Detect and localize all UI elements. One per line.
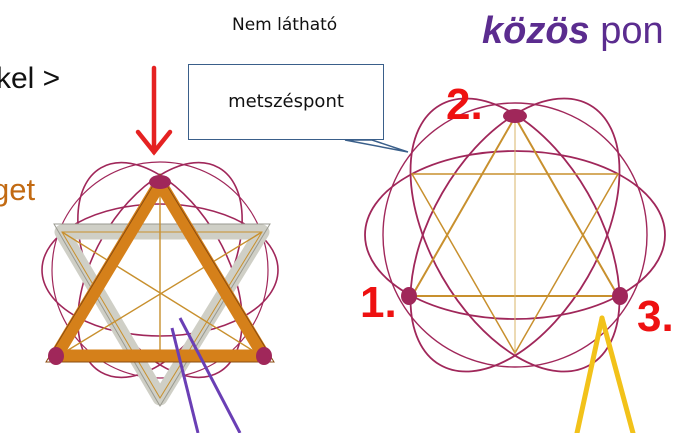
left-inner-lines [59,182,263,399]
point-label-2: 2. [446,80,483,129]
purple-lines [170,317,242,433]
common-points-heading: közös pon [482,10,664,53]
callout-box: metszéspont [188,64,384,140]
yellow-lines [574,315,636,433]
left-orange-triangle-edge [45,173,275,363]
callout-text: metszéspont [228,91,344,112]
common-rest: pon [589,10,664,52]
point-label-1: 1. [360,278,397,327]
left-orange-triangle [49,176,271,363]
left-top-fragment: kel > [0,62,61,95]
left-mid-fragment: get [0,172,36,207]
callout-tail [344,139,409,153]
right-triangles [410,114,620,355]
red-down-arrow [135,65,173,156]
not-visible-label: Nem látható [232,15,338,35]
point-label-3: 3. [637,292,674,341]
common-bold: közös [482,10,590,52]
left-grey-triangle-outline [53,223,271,407]
left-vertex-caps [48,175,272,365]
right-vertex-caps [401,109,628,305]
